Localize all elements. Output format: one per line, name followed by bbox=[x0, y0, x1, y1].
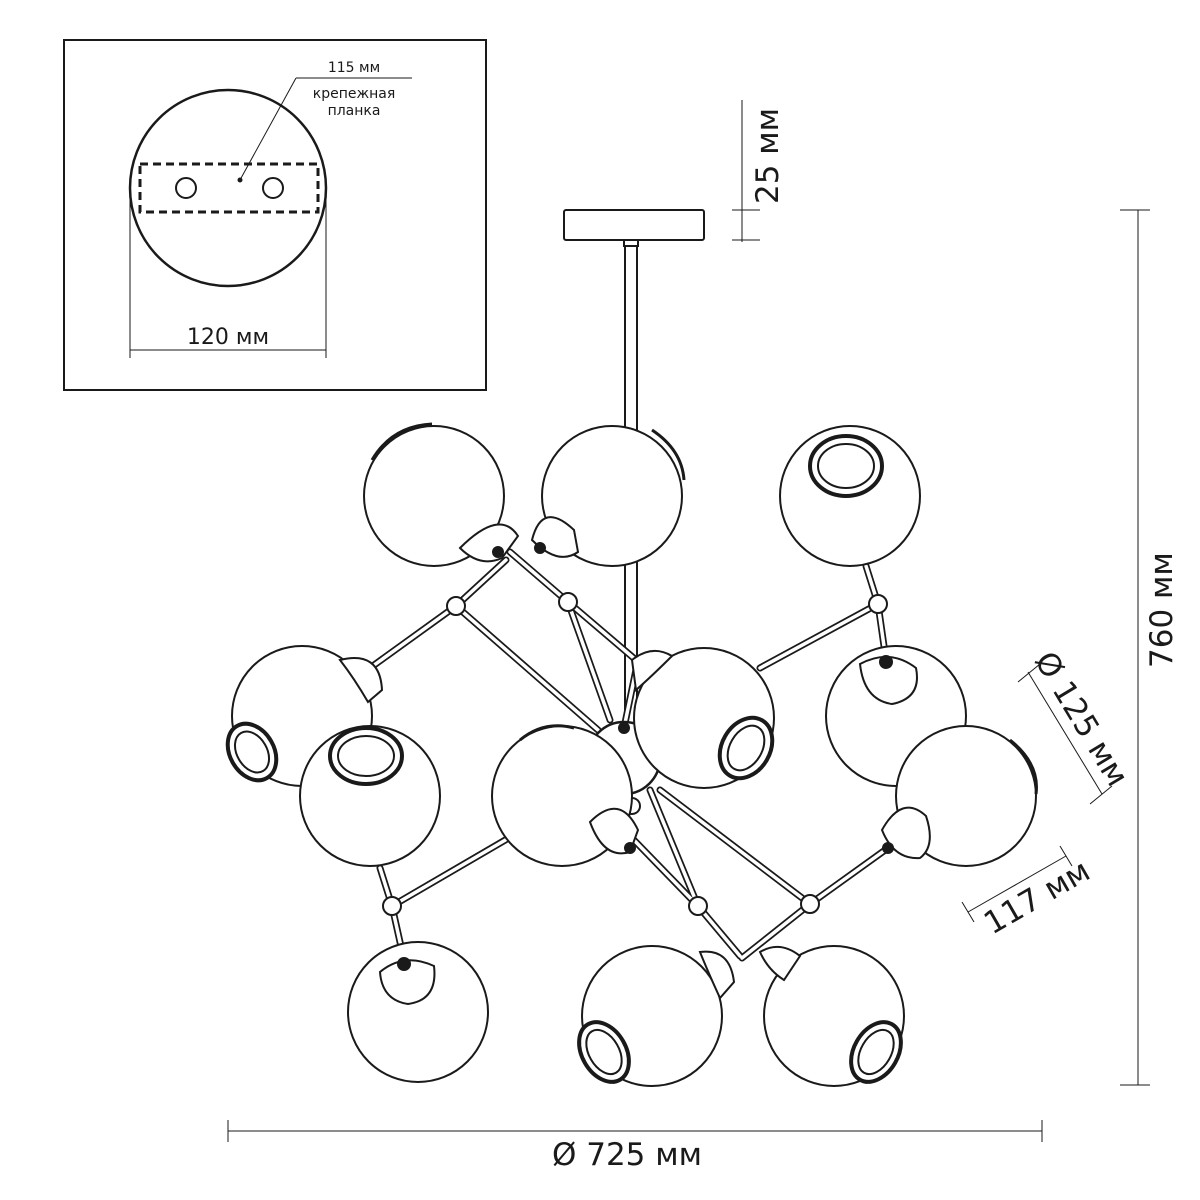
globe-1 bbox=[363, 422, 520, 567]
globe-7 bbox=[299, 725, 441, 867]
globe-10 bbox=[347, 941, 489, 1083]
total-height-label: 760 мм bbox=[1144, 552, 1180, 668]
shade-diameter-dimension bbox=[1017, 663, 1113, 805]
total-height-dimension bbox=[1120, 209, 1150, 1086]
mounting-bracket bbox=[138, 162, 320, 214]
glass-globes bbox=[225, 422, 1038, 1087]
arm-joints bbox=[382, 592, 888, 916]
globe-8 bbox=[630, 647, 775, 789]
bracket-label-line2: планка bbox=[328, 103, 381, 119]
globe-3 bbox=[779, 425, 921, 567]
overall-diameter-label: Ø 725 мм bbox=[552, 1137, 702, 1173]
bracket-hole-right bbox=[262, 177, 284, 199]
bracket-size-label: 115 мм bbox=[328, 60, 380, 76]
globe-2 bbox=[530, 425, 686, 567]
overall-diameter-dimension bbox=[227, 1120, 1043, 1142]
canopy-inset: 115 мм крепежная планка 120 мм bbox=[63, 39, 487, 391]
bracket-label-line1: крепежная bbox=[313, 86, 396, 102]
globe-12 bbox=[758, 945, 905, 1087]
globe-11 bbox=[577, 945, 736, 1087]
canopy-height-dimension bbox=[732, 100, 760, 242]
canopy-diameter-label: 120 мм bbox=[187, 325, 269, 350]
canopy-top-view bbox=[128, 88, 328, 288]
canopy-height-label: 25 мм bbox=[750, 108, 786, 204]
arm-length-label: 117 мм bbox=[978, 853, 1096, 942]
globe-9 bbox=[880, 725, 1038, 867]
bracket-hole-left bbox=[175, 177, 197, 199]
globe-6 bbox=[491, 724, 640, 867]
arm-length-dimension bbox=[961, 845, 1073, 923]
shade-diameter-label: Ø 125 мм bbox=[1027, 646, 1135, 793]
